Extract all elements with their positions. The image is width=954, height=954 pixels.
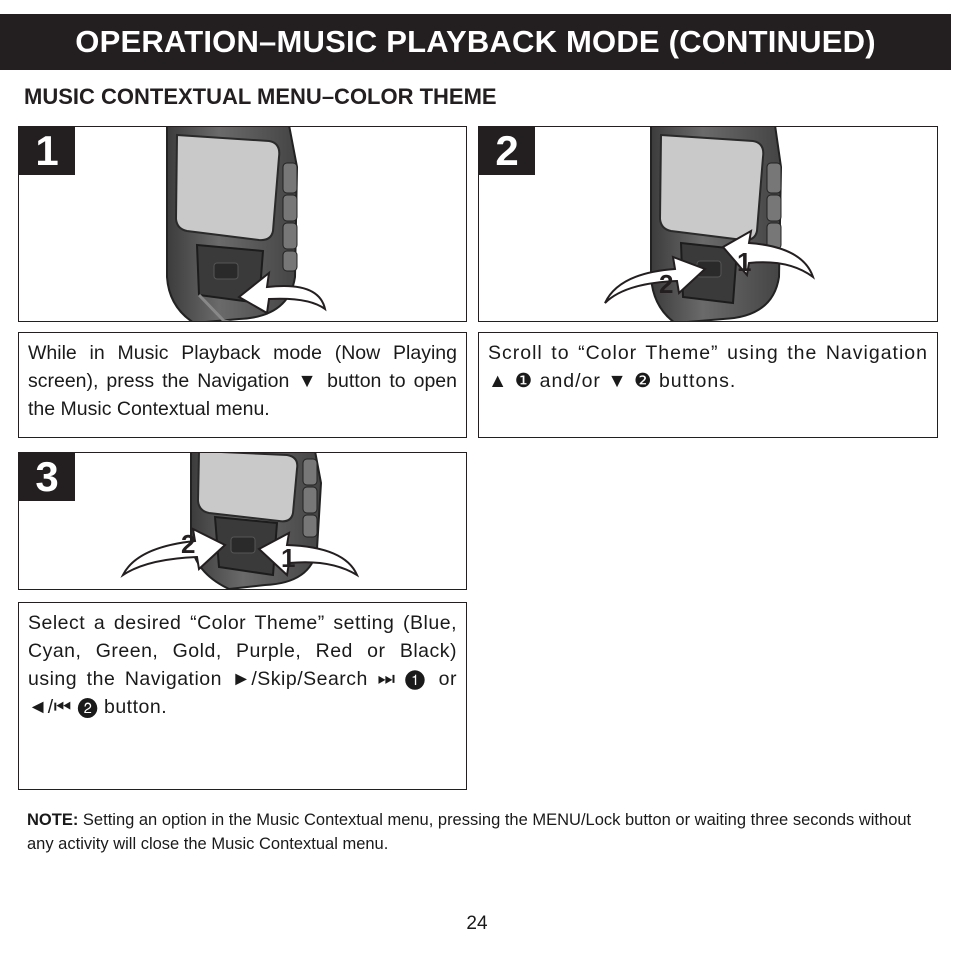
arrow-up-icon	[721, 229, 815, 280]
step-2-number: 2	[479, 127, 535, 175]
page-header: OPERATION–MUSIC PLAYBACK MODE (CONTINUED…	[0, 14, 951, 70]
step-3-number: 3	[19, 453, 75, 501]
step-2-text: Scroll to “Color Theme” using the Naviga…	[488, 342, 928, 392]
arrow-down-icon	[604, 255, 707, 304]
arrow-label-2: 2	[659, 269, 673, 299]
note-text: Setting an option in the Music Contextua…	[27, 811, 912, 853]
section-title: MUSIC CONTEXTUAL MENU–COLOR THEME	[24, 84, 497, 109]
device-screen	[658, 133, 765, 242]
note-label: NOTE:	[27, 811, 79, 829]
mp3-player-illustration: 1 2	[604, 127, 815, 321]
step-1-instructions: While in Music Playback mode (Now Playin…	[18, 332, 467, 438]
page-number: 24	[466, 913, 488, 934]
note: NOTE: Setting an option in the Music Con…	[27, 808, 929, 856]
step-1-number: 1	[19, 127, 75, 175]
arrow-left-icon	[120, 527, 227, 578]
step-2-instructions: Scroll to “Color Theme” using the Naviga…	[478, 332, 938, 438]
step-3-illustration: 3 2 1	[18, 452, 467, 590]
arrow-right-icon	[257, 531, 360, 578]
arrow-down-icon	[237, 270, 327, 315]
arrow-label-1: 1	[737, 247, 751, 277]
step-1-text: While in Music Playback mode (Now Playin…	[28, 342, 457, 420]
step-3-instructions: Select a desired “Color Theme” setting (…	[18, 602, 467, 790]
step-1-illustration: 1	[18, 126, 467, 322]
device-screen	[196, 453, 299, 523]
mp3-player-illustration	[166, 127, 327, 321]
device-screen	[174, 133, 281, 242]
arrow-label-1: 1	[281, 543, 295, 573]
step-3-text: Select a desired “Color Theme” setting (…	[28, 612, 457, 718]
mp3-player-illustration: 2 1	[120, 453, 360, 589]
step-2-illustration: 2 1 2	[478, 126, 938, 322]
arrow-label-2: 2	[181, 529, 195, 559]
